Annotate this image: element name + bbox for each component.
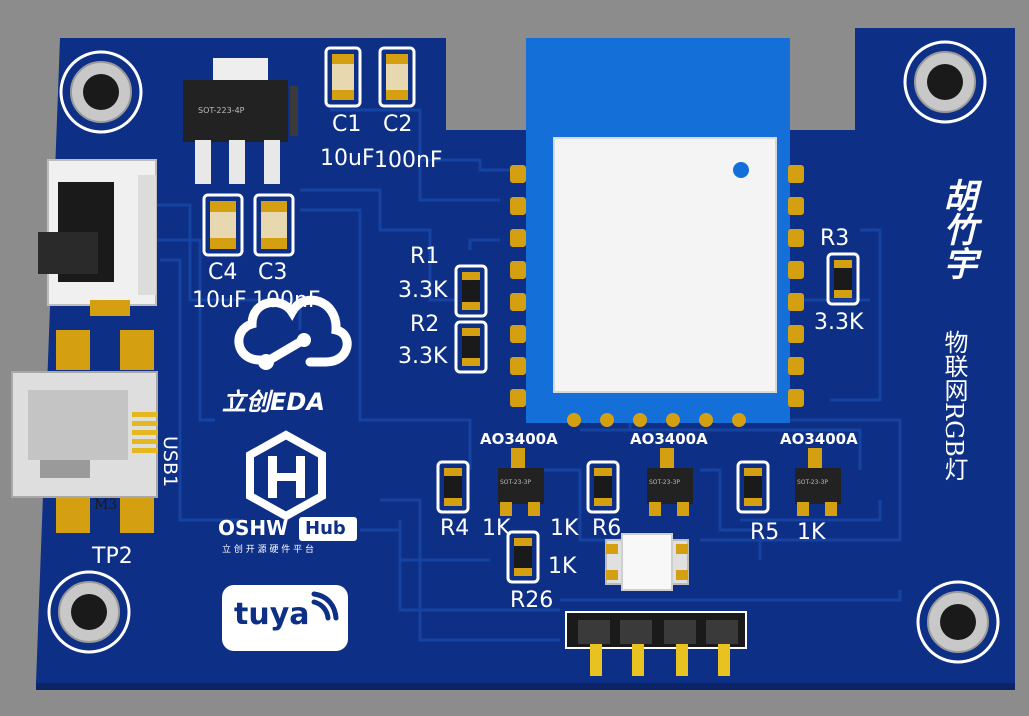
board-title: 物联网RGB灯 xyxy=(940,330,968,481)
label-r5: R5 xyxy=(750,520,780,545)
label-c1-value: 10uF xyxy=(320,146,375,171)
label-c2: C2 xyxy=(383,112,413,137)
label-r1-value: 3.3K xyxy=(398,278,448,303)
oshw-subtitle: 立 创 开 源 硬 件 平 台 xyxy=(222,545,315,555)
oshw-hub-icon xyxy=(246,430,326,521)
label-c4-value: 10uF xyxy=(192,288,247,313)
label-r3: R3 xyxy=(820,226,850,251)
resistor-r3 xyxy=(826,252,860,306)
mosfet-marking-q1: SOT-23-3P xyxy=(500,479,532,486)
resistor-r26 xyxy=(506,530,540,584)
label-r4-value: 1K xyxy=(482,516,511,541)
lceda-logo-text: 立创EDA xyxy=(222,388,325,416)
tuya-wave-icon xyxy=(311,591,339,621)
capacitor-c3 xyxy=(253,193,295,257)
mounting-hole-top-right xyxy=(903,40,987,124)
module-left-pads xyxy=(510,165,526,407)
resistor-r6 xyxy=(586,460,620,514)
mosfet-q1 xyxy=(498,448,544,516)
oshw-logo-text: OSHW xyxy=(218,516,289,540)
lceda-cloud-icon xyxy=(234,295,352,370)
capacitor-c2 xyxy=(378,46,416,108)
label-c2-value: 100nF xyxy=(374,148,443,173)
copper-traces xyxy=(140,108,902,642)
tuya-logo-text: tuya xyxy=(234,597,310,632)
capacitor-c1 xyxy=(324,46,362,108)
voltage-regulator xyxy=(183,58,298,184)
label-r3-value: 3.3K xyxy=(814,310,864,335)
label-r6: R6 xyxy=(592,516,622,541)
label-q3: AO3400A xyxy=(780,430,858,448)
label-c1: C1 xyxy=(332,112,362,137)
label-c3: C3 xyxy=(258,260,288,285)
pcb-edge-shadow xyxy=(36,683,1015,690)
label-r26: R26 xyxy=(510,588,554,613)
mounting-hole-top-left xyxy=(59,50,143,134)
label-r4: R4 xyxy=(440,516,470,541)
mounting-hole-bottom-right xyxy=(916,580,1000,664)
regulator-marking: SOT-223-4P xyxy=(198,106,245,115)
pin-header xyxy=(565,611,747,676)
label-r2-value: 3.3K xyxy=(398,344,448,369)
mosfet-q3 xyxy=(795,448,841,516)
wifi-module xyxy=(510,38,804,427)
micro-usb-connector xyxy=(11,330,158,533)
hub-badge xyxy=(299,517,357,541)
label-r2: R2 xyxy=(410,312,440,337)
module-right-pads xyxy=(788,165,804,407)
label-q2: AO3400A xyxy=(630,430,708,448)
mosfet-marking-q2: SOT-23-3P xyxy=(649,479,681,486)
mosfet-marking-q3: SOT-23-3P xyxy=(797,479,829,486)
label-m3: M3 xyxy=(94,497,118,513)
label-usb1: USB1 xyxy=(159,436,181,488)
label-c4: C4 xyxy=(208,260,238,285)
slide-switch xyxy=(38,159,157,316)
author-signature: 胡竹宇 xyxy=(937,178,977,280)
label-c3-value: 100nF xyxy=(252,288,321,313)
label-r6-value: 1K xyxy=(550,516,579,541)
resistor-r4 xyxy=(436,460,470,514)
rgb-led xyxy=(605,533,689,591)
label-r5-value: 1K xyxy=(797,520,826,545)
pcb-board xyxy=(36,28,1015,683)
module-bottom-pads xyxy=(567,413,746,427)
mounting-hole-bottom-left xyxy=(47,570,131,654)
capacitor-c4 xyxy=(202,193,244,257)
label-tp2: TP2 xyxy=(92,544,133,569)
label-q1: AO3400A xyxy=(480,430,558,448)
mosfet-q2 xyxy=(647,448,693,516)
label-r1: R1 xyxy=(410,244,440,269)
hub-logo-text: Hub xyxy=(305,518,346,539)
label-r26-value: 1K xyxy=(548,554,577,579)
resistor-r1 xyxy=(454,264,488,318)
resistor-r5 xyxy=(736,460,770,514)
resistor-r2 xyxy=(454,320,488,374)
